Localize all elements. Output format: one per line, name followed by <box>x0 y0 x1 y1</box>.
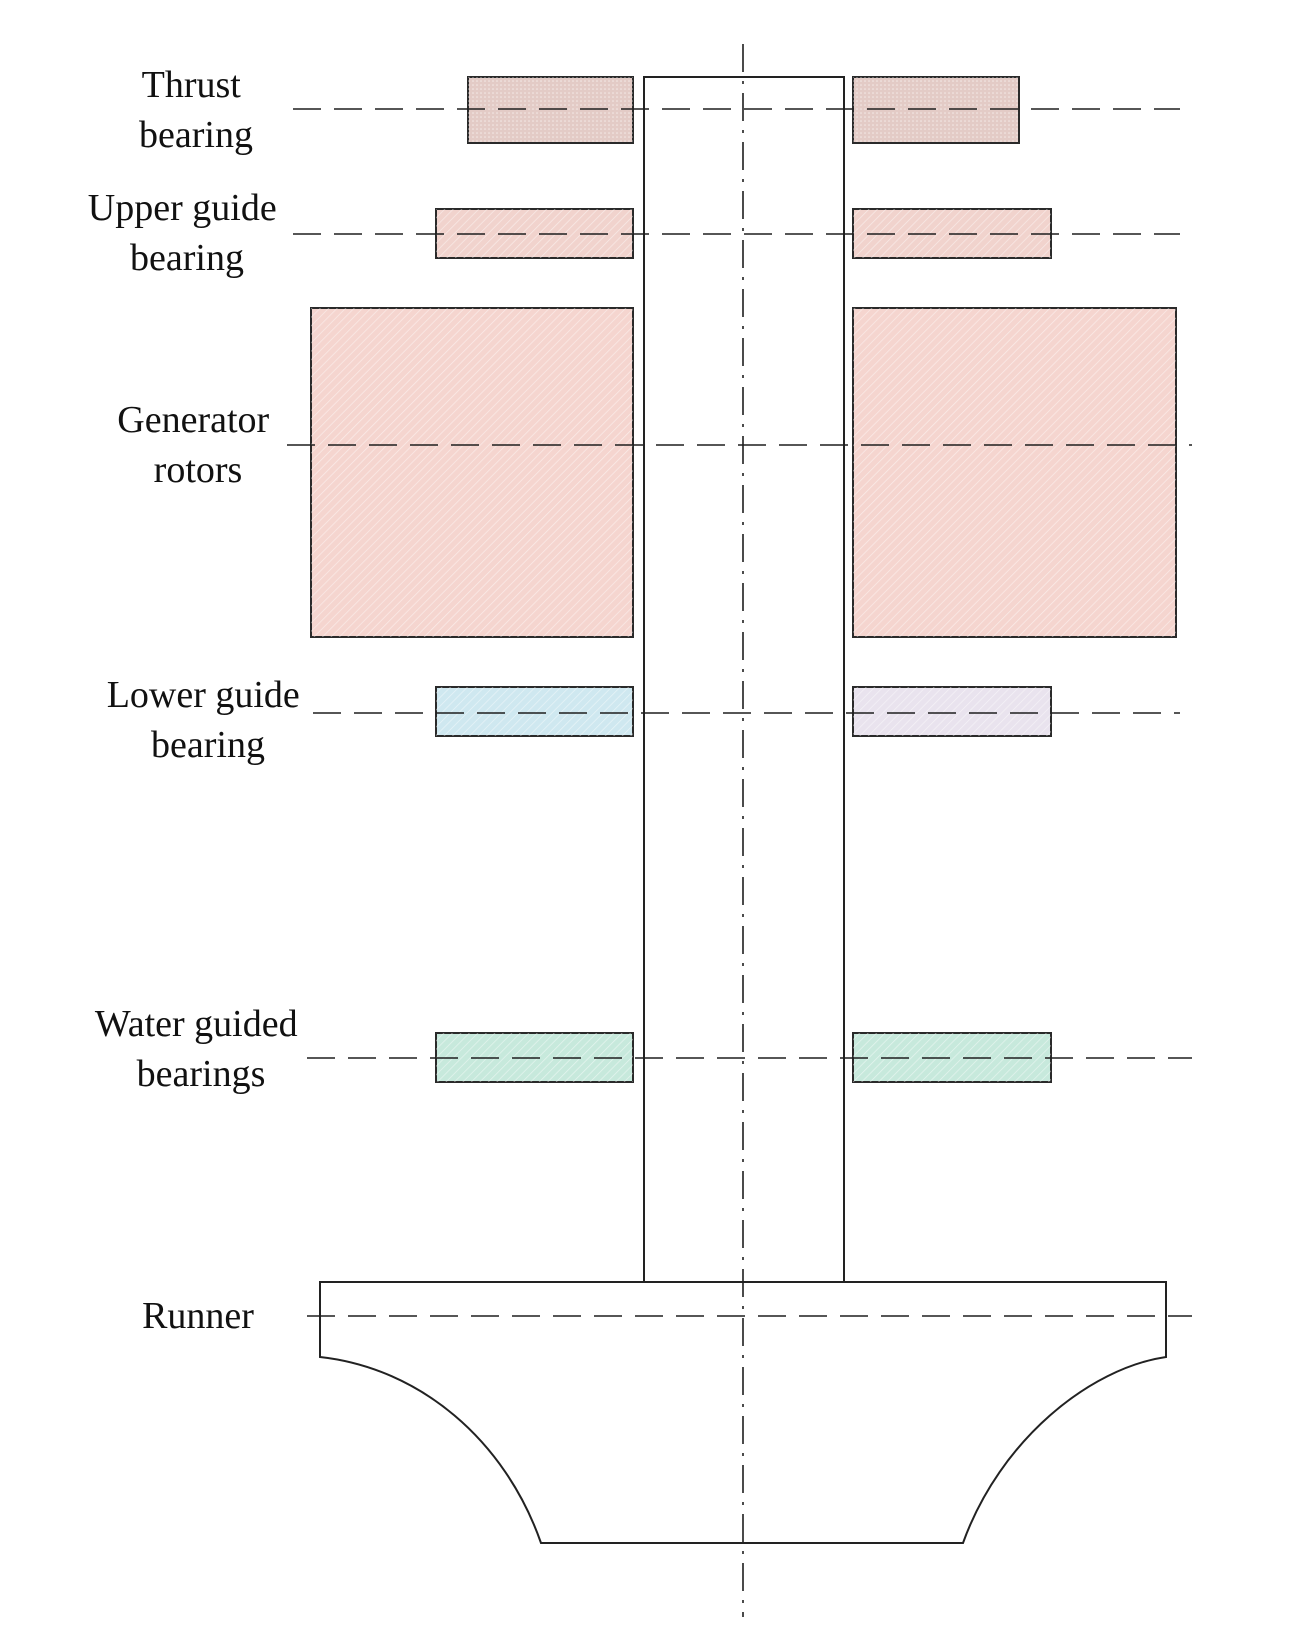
thrust-bearing <box>467 76 1020 144</box>
upper-guide-bearing-label-line-1: Upper guide <box>88 187 277 229</box>
water-guided-bearings-label-line-2: bearings <box>137 1053 266 1095</box>
thrust-bearing-label: Thrust bearing <box>139 64 253 156</box>
generator-rotors-label-line-1: Generator <box>117 399 269 441</box>
lower-guide-bearing-label-line-2: bearing <box>151 724 265 766</box>
generator-rotors <box>310 307 1177 638</box>
thrust-bearing-label-line-1: Thrust <box>142 64 242 106</box>
runner-label: Runner <box>142 1295 254 1337</box>
lower-guide-bearing <box>435 686 1052 737</box>
water-guided-bearings-label-line-1: Water guided <box>95 1003 298 1045</box>
runner <box>319 1281 1167 1544</box>
upper-guide-bearing-label-line-2: bearing <box>130 237 244 279</box>
generator-rotors-label: Generator rotors <box>117 399 278 491</box>
thrust-bearing-label-line-2: bearing <box>139 114 253 156</box>
main-shaft <box>643 76 845 1283</box>
upper-guide-bearing-label: Upper guide bearing <box>88 187 286 279</box>
lower-guide-bearing-label-line-1: Lower guide <box>107 674 300 716</box>
generator-rotors-label-line-2: rotors <box>154 449 243 491</box>
lower-guide-bearing-label: Lower guide bearing <box>107 674 310 766</box>
water-guided-bearings-label: Water guided bearings <box>95 1003 307 1095</box>
runner-label-line-1: Runner <box>142 1295 254 1337</box>
